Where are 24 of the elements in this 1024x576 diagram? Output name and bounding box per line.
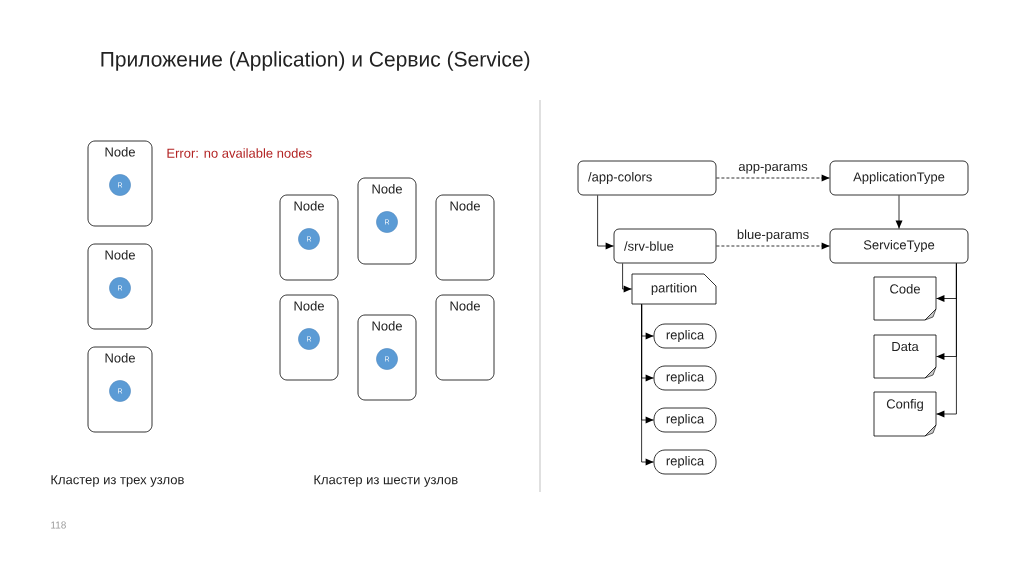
entity-box: ServiceType <box>829 228 969 264</box>
edge-label: app-params <box>737 162 809 175</box>
entity-box: /app-colors <box>577 160 717 196</box>
cluster-node-box: Node <box>435 294 495 381</box>
caption-text: Кластер из шести узлов <box>314 475 458 487</box>
entity-box: ApplicationType <box>829 160 969 196</box>
replica-pill: replica <box>653 323 717 349</box>
arrow <box>597 195 614 250</box>
replica-pill: replica <box>653 407 717 433</box>
arrow <box>716 174 830 182</box>
error-message: Error: no available nodes <box>167 148 312 158</box>
arrow <box>622 263 632 293</box>
arrow <box>716 242 830 250</box>
cluster-node-box: Node <box>435 194 495 281</box>
replica-pill: replica <box>653 365 717 391</box>
arrow <box>895 195 903 229</box>
arrow <box>936 263 957 418</box>
arrow <box>641 304 654 466</box>
page-number: 118 <box>51 521 66 529</box>
edge-label: blue-params <box>735 228 811 243</box>
entity-box: /srv-blue <box>613 228 717 264</box>
slide-title: Приложение (Application) и Сервис (Service) <box>101 51 530 71</box>
caption-text: Кластер из трех узлов <box>51 475 184 487</box>
replica-pill: replica <box>653 449 717 475</box>
